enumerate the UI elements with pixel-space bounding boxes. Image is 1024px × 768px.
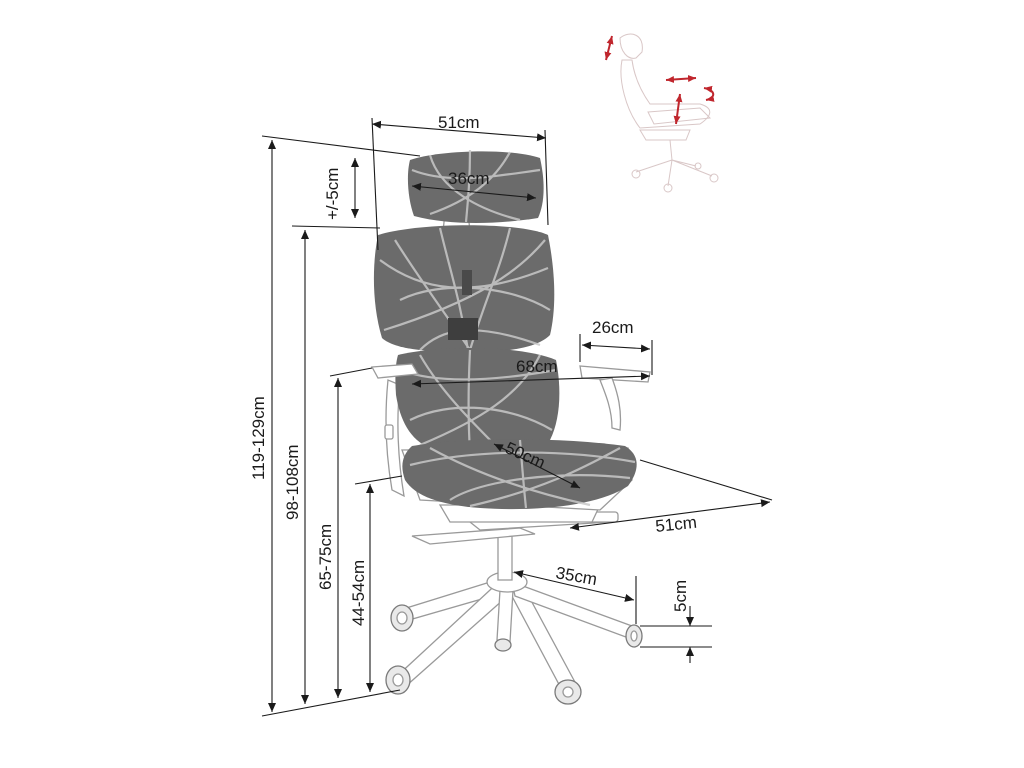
- label-armrest-height: 65-75cm: [316, 524, 335, 590]
- chair-base: [385, 527, 643, 705]
- caster: [390, 604, 414, 632]
- dimension-seat-width: [569, 499, 771, 531]
- label-armrest-span: 68cm: [516, 357, 558, 376]
- dimension-armrest-length: [581, 341, 651, 353]
- chair-adjustment-icon: [604, 33, 719, 193]
- caster: [385, 665, 411, 695]
- headrest: [407, 149, 544, 233]
- armrest-right: [579, 365, 651, 431]
- caster: [625, 624, 643, 648]
- label-wheel-height: 5cm: [671, 580, 690, 612]
- label-headrest-width: 36cm: [448, 169, 490, 188]
- caster: [494, 638, 512, 652]
- dimension-seat-depth: [493, 443, 581, 489]
- dimension-lines: [261, 117, 773, 717]
- label-headrest-adjust: +/-5cm: [323, 168, 342, 220]
- dimension-labels: 51cm 36cm 26cm 68cm 50cm 51cm 35cm +/-5c…: [249, 113, 698, 626]
- label-backrest-width: 51cm: [438, 113, 480, 132]
- label-base-radius: 35cm: [554, 563, 598, 589]
- label-seat-height: 44-54cm: [349, 560, 368, 626]
- label-backrest-height: 98-108cm: [283, 444, 302, 520]
- label-seat-width: 51cm: [654, 513, 697, 536]
- dimension-base-radius: [513, 570, 635, 602]
- label-armrest-length: 26cm: [592, 318, 634, 337]
- dimension-headrest-width: [411, 182, 537, 202]
- dimension-backrest-width: [371, 120, 547, 142]
- backrest-upper: [373, 225, 555, 352]
- backrest-frame: [385, 379, 405, 498]
- caster: [554, 679, 582, 705]
- dimension-armrest-span: [411, 372, 651, 388]
- label-total-height: 119-129cm: [249, 396, 268, 480]
- chair-illustration: [370, 149, 651, 705]
